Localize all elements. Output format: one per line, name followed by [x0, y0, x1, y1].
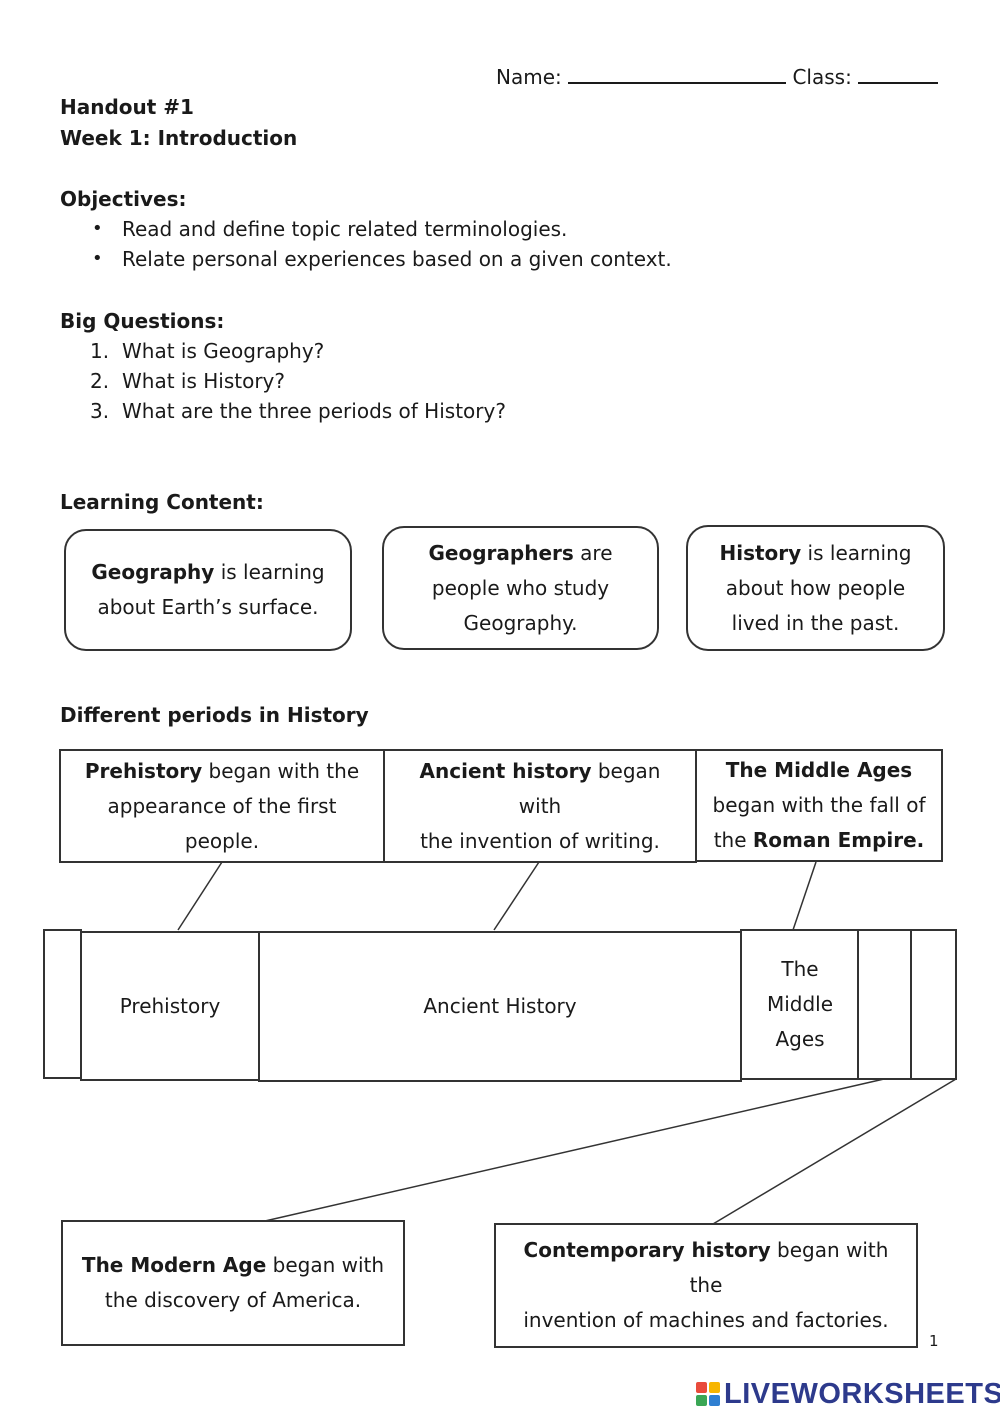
objective-item: Read and define topic related terminolog… [92, 214, 672, 244]
timeline-segment-prehistory: Prehistory [80, 931, 260, 1081]
period-term: The Middle Ages [725, 758, 913, 782]
timeline-segment-contemporary [910, 929, 957, 1080]
period-text: began with the [202, 758, 360, 783]
period-term: The Modern Age [81, 1253, 267, 1277]
timeline-label: Ancient History [423, 994, 577, 1018]
class-label: Class: [792, 65, 852, 89]
timeline-segment-start [43, 929, 82, 1079]
card-term: Geographers [428, 540, 574, 565]
period-text: began with [266, 1253, 385, 1277]
logo-grid-icon [696, 1381, 722, 1408]
period-text: people. [184, 828, 260, 853]
timeline-segment-modern [857, 929, 912, 1080]
period-text: began with [518, 758, 661, 818]
period-term: Contemporary history [523, 1238, 771, 1262]
definition-card-geography: Geography is learning about Earth’s surf… [64, 529, 352, 651]
card-text: people who study [431, 575, 610, 600]
learning-content-heading: Learning Content: [60, 490, 264, 514]
card-text: lived in the past. [731, 610, 900, 635]
card-term: History [719, 540, 802, 565]
week-title: Week 1: Introduction [60, 126, 298, 150]
timeline-segment-ancient: Ancient History [258, 931, 742, 1082]
definition-card-geographers: Geographers are people who study Geograp… [382, 526, 659, 650]
period-text: the [713, 828, 753, 852]
question-text: What is Geography? [122, 339, 325, 363]
period-text: invention of machines and factories. [523, 1308, 889, 1332]
question-number: 2. [90, 369, 110, 393]
timeline-segment-middle-ages: The Middle Ages [740, 929, 860, 1080]
period-term: Ancient history [419, 758, 592, 783]
card-text: is learning [214, 560, 325, 584]
period-text: the discovery of America. [104, 1288, 362, 1312]
question-item: 1. What is Geography? [60, 336, 506, 366]
logo-text: LIVEWORKSHEETS [724, 1378, 1000, 1410]
period-term: Prehistory [84, 758, 203, 783]
period-box-ancient: Ancient history began with the invention… [383, 749, 697, 863]
card-text: about how people [725, 575, 906, 600]
period-text: the invention of writing. [420, 828, 660, 853]
question-number: 1. [90, 339, 110, 363]
name-field[interactable] [568, 64, 787, 84]
card-term: Geography [91, 560, 215, 584]
timeline-label: Prehistory [119, 993, 221, 1018]
objectives-heading: Objectives: [60, 187, 187, 211]
question-text: What is History? [122, 369, 286, 393]
card-text: are [573, 540, 613, 565]
timeline-label: Middle [766, 992, 834, 1016]
timeline-label: Ages [775, 1027, 825, 1051]
definition-card-history: History is learning about how people liv… [686, 525, 945, 651]
question-item: 2. What is History? [60, 366, 506, 396]
handout-title: Handout #1 [60, 95, 194, 119]
page-number: 1 [929, 1332, 939, 1350]
period-text: appearance of the first [107, 793, 337, 818]
big-questions-list: 1.What is Geography? 2.What is History? … [60, 336, 506, 426]
question-item: 3. What are the three periods of History? [60, 396, 506, 426]
card-text: Geography. [463, 610, 578, 635]
question-number: 3. [90, 399, 110, 423]
question-text: What are the three periods of History? [122, 399, 506, 423]
period-box-middle-ages: The Middle Ages began with the fall of t… [695, 749, 943, 862]
period-text: began with the fall of [712, 793, 926, 817]
card-text: is learning [801, 540, 912, 565]
objective-item: Relate personal experiences based on a g… [92, 244, 672, 274]
name-class-line: Name: Class: [496, 62, 939, 92]
period-box-contemporary: Contemporary history began with the inve… [494, 1223, 918, 1348]
periods-heading: Different periods in History [60, 703, 369, 727]
class-field[interactable] [858, 64, 939, 84]
timeline-label: The [781, 957, 819, 981]
big-questions-heading: Big Questions: [60, 309, 225, 333]
card-text: about Earth’s surface. [97, 595, 319, 619]
period-box-modern-age: The Modern Age began with the discovery … [61, 1220, 405, 1346]
objectives-list: Read and define topic related terminolog… [60, 214, 672, 274]
period-term: Roman Empire. [752, 828, 925, 852]
liveworksheets-logo[interactable]: LIVEWORKSHEETS [696, 1378, 1000, 1411]
period-box-prehistory: Prehistory began with the appearance of … [59, 749, 385, 863]
name-label: Name: [496, 65, 562, 89]
period-text: began with the [689, 1238, 889, 1297]
